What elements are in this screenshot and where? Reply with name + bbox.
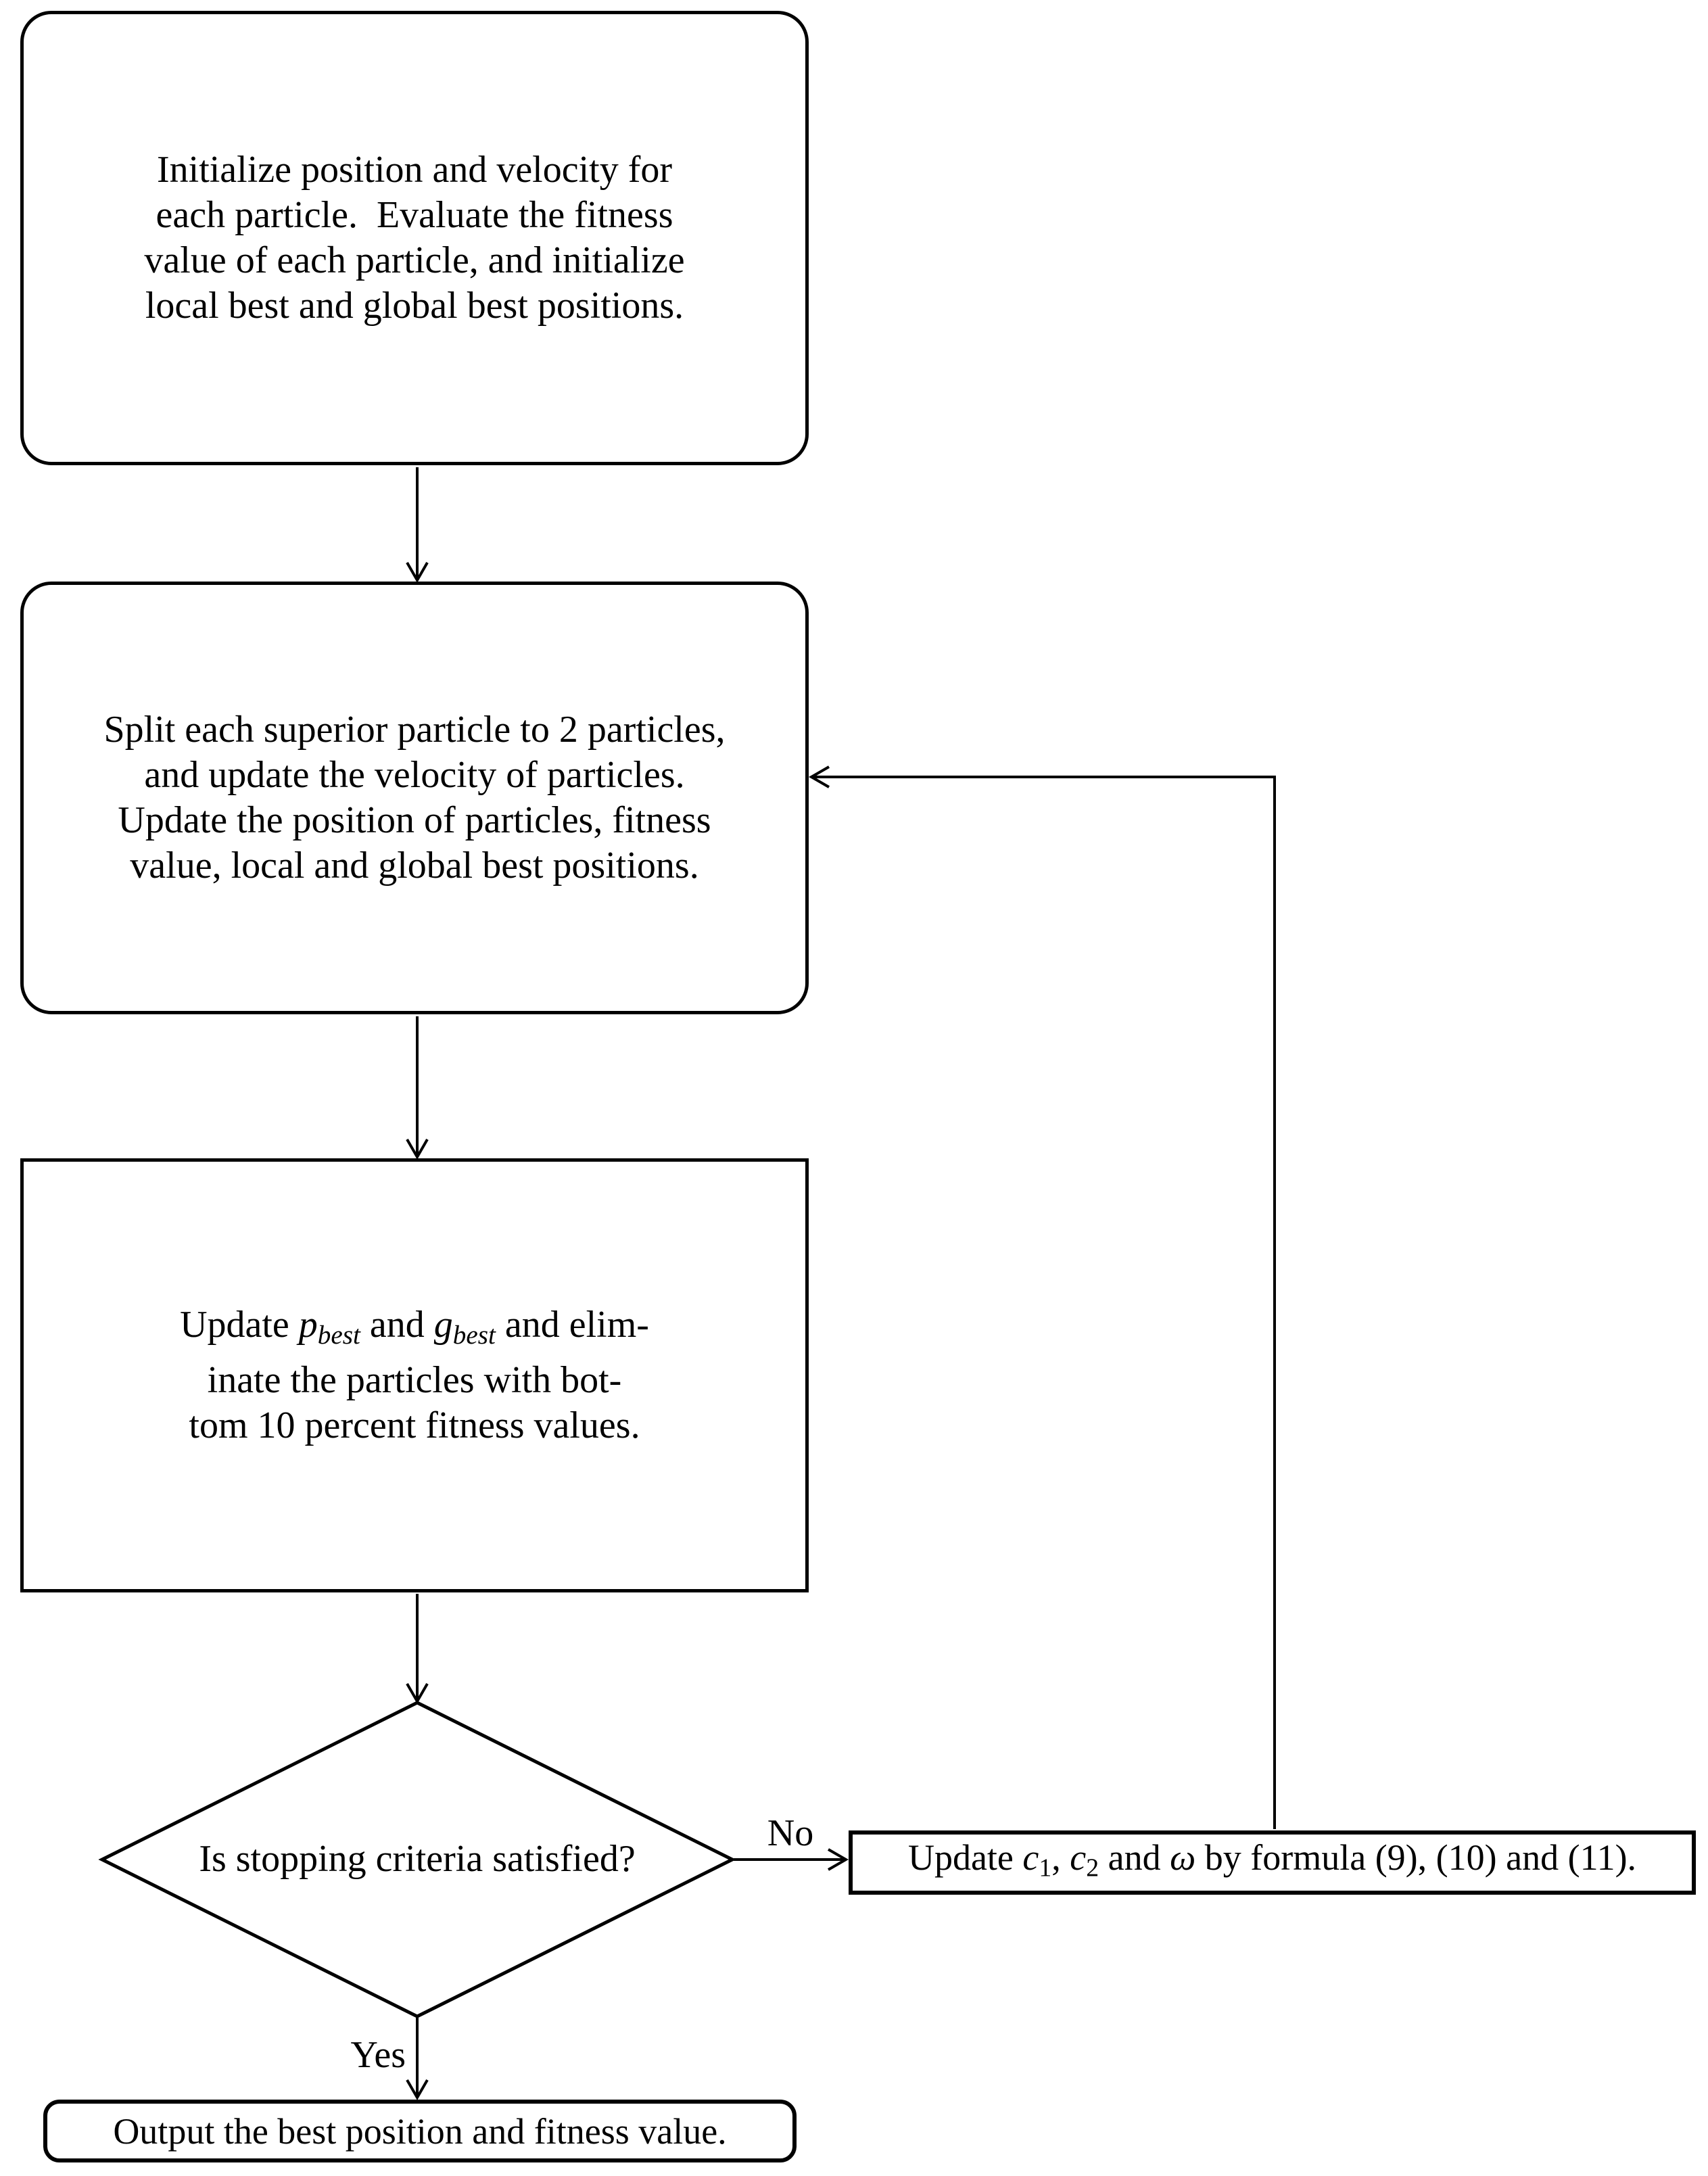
decision-diamond-shape xyxy=(98,1701,736,2018)
formula-box: Update c1, c2 and ω by formula (9), (10)… xyxy=(849,1830,1696,1895)
arrow-init-to-split-arrowhead xyxy=(406,562,429,584)
feedback-line xyxy=(814,776,1276,1829)
yes-edge-label: Yes xyxy=(350,2034,406,2076)
output-box: Output the best position and fitness val… xyxy=(43,2100,797,2162)
output-box-text: Output the best position and fitness val… xyxy=(113,2110,727,2152)
feedback-line-arrowhead xyxy=(808,765,830,788)
arrow-split-to-eliminate-arrowhead xyxy=(406,1139,429,1160)
split-box-text: Split each superior particle to 2 partic… xyxy=(103,709,726,886)
arrow-decision-yes-arrowhead xyxy=(406,2079,429,2101)
arrow-decision-no-arrowhead xyxy=(828,1848,849,1871)
decision-question: Is stopping criteria satisfied? xyxy=(199,1837,636,1880)
eliminate-box-text: Update pbest and gbest and elim-inate th… xyxy=(180,1304,649,1446)
eliminate-box: Update pbest and gbest and elim-inate th… xyxy=(20,1158,809,1592)
no-edge-label: No xyxy=(767,1812,814,1854)
formula-box-text: Update c1, c2 and ω by formula (9), (10)… xyxy=(907,1837,1637,1883)
split-box: Split each superior particle to 2 partic… xyxy=(20,582,809,1014)
